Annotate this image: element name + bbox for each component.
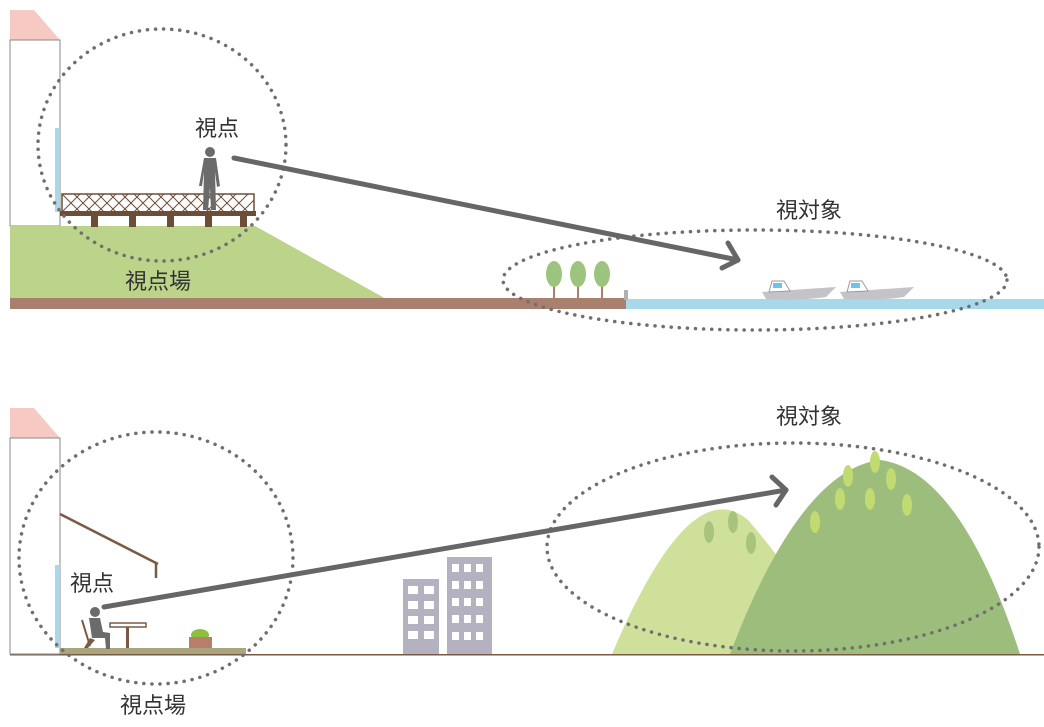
building-short xyxy=(403,579,439,655)
sight-line-arrow xyxy=(101,474,789,610)
railing-lattice xyxy=(61,193,255,213)
top-house-wall xyxy=(9,39,61,227)
bottom-viewpoint-label: 視点 xyxy=(70,572,115,597)
terrace-deck xyxy=(60,648,246,654)
deck-railing xyxy=(61,193,255,213)
deck-post xyxy=(167,216,174,227)
hill-dark xyxy=(730,460,1020,654)
bottom-viewpoint-area-label: 視点場 xyxy=(120,694,187,719)
deck-post xyxy=(129,216,136,227)
hill-trees xyxy=(704,451,912,554)
sight-line-arrow xyxy=(231,155,741,271)
bottom-view-target-label: 視対象 xyxy=(776,405,843,430)
top-house xyxy=(9,10,61,227)
seated-person xyxy=(81,607,110,649)
boat xyxy=(840,280,914,300)
bottom-house xyxy=(9,408,61,655)
trees xyxy=(546,261,610,299)
bottom-house-window xyxy=(55,565,60,648)
top-water xyxy=(626,299,1044,309)
top-pier xyxy=(624,290,628,300)
top-soil-ground xyxy=(10,298,628,309)
tree xyxy=(570,261,586,299)
deck-post xyxy=(91,216,98,227)
table xyxy=(109,622,147,648)
top-view-target-label: 視対象 xyxy=(776,199,843,224)
building-tall xyxy=(447,557,492,655)
bottom-house-roof xyxy=(10,408,60,438)
bottom-ground-line xyxy=(10,654,1044,656)
top-house-roof xyxy=(10,10,60,40)
tree xyxy=(546,261,562,299)
boat xyxy=(762,280,836,300)
view-target-ellipse xyxy=(501,228,1009,332)
top-viewpoint-label: 視点 xyxy=(195,117,240,142)
deck-post xyxy=(240,216,247,227)
bottom-scene xyxy=(9,408,1044,686)
tree xyxy=(594,261,610,299)
awning xyxy=(59,512,159,578)
viewpoint-area-circle xyxy=(17,430,295,686)
top-viewpoint-area-label: 視点場 xyxy=(125,270,192,295)
top-deck xyxy=(60,193,256,227)
deck-post xyxy=(205,216,212,227)
viewpoint-area-circle xyxy=(36,27,288,263)
planter xyxy=(189,629,212,648)
standing-person xyxy=(199,147,220,210)
view-target-ellipse xyxy=(545,441,1041,653)
top-scene xyxy=(9,10,1044,332)
top-grass-hill xyxy=(10,226,388,300)
deck-floor xyxy=(60,211,256,216)
bottom-house-wall xyxy=(9,437,61,655)
top-house-window xyxy=(55,128,60,212)
